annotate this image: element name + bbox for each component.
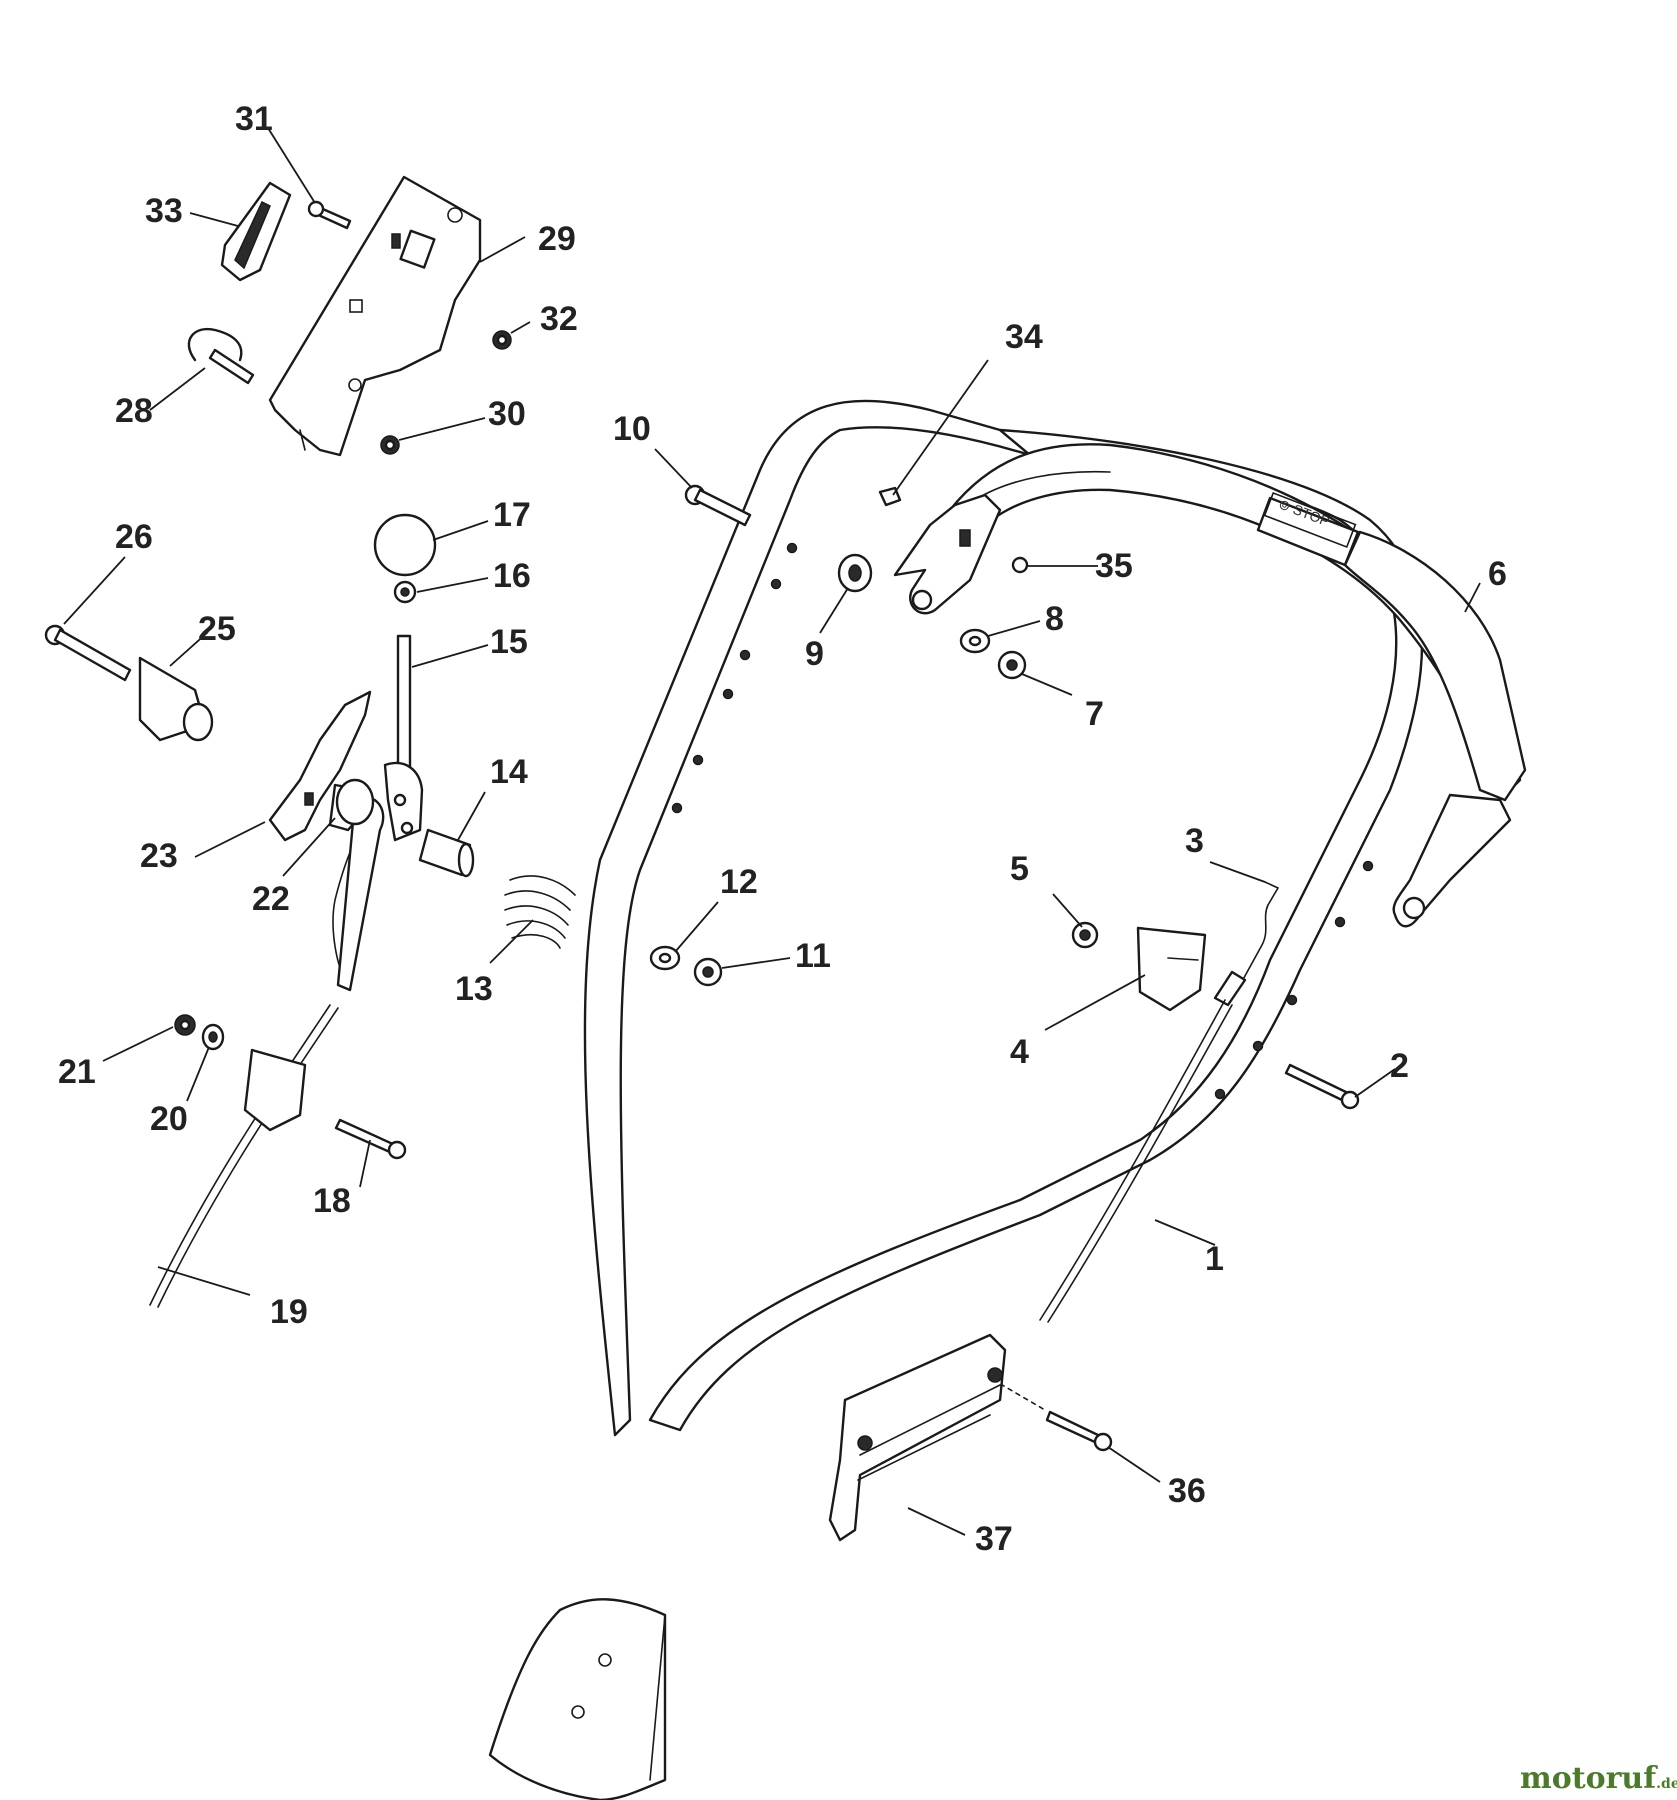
callout-4: 4 <box>1010 1033 1029 1071</box>
callout-17: 17 <box>493 496 531 534</box>
callout-22: 22 <box>252 880 290 918</box>
callout-9: 9 <box>805 635 824 673</box>
watermark-suffix: .de <box>1656 1776 1677 1792</box>
callout-3: 3 <box>1185 822 1204 860</box>
callout-15: 15 <box>490 623 528 661</box>
callout-8: 8 <box>1045 600 1064 638</box>
callout-13: 13 <box>455 970 493 1008</box>
callout-31: 31 <box>235 100 273 138</box>
callout-23: 23 <box>140 837 178 875</box>
callout-32: 32 <box>540 300 578 338</box>
callout-7: 7 <box>1085 695 1104 733</box>
callout-21: 21 <box>58 1053 96 1091</box>
callout-11: 11 <box>795 937 831 975</box>
callout-35: 35 <box>1095 547 1133 585</box>
callout-18: 18 <box>313 1182 351 1220</box>
callout-6: 6 <box>1488 555 1507 593</box>
callout-25: 25 <box>198 610 236 648</box>
callout-33: 33 <box>145 192 183 230</box>
fasteners <box>44 200 1360 1452</box>
part-6-upper-handle: ⊚ STOP <box>948 443 1527 928</box>
callout-12: 12 <box>720 863 758 901</box>
callout-34: 34 <box>1005 318 1043 356</box>
part-19-cable <box>149 796 385 1308</box>
callout-14: 14 <box>490 753 528 791</box>
svg-text:motoruf.de: motoruf.de <box>1520 1761 1677 1796</box>
callout-1: 1 <box>1205 1240 1224 1278</box>
part-29-plate <box>268 175 482 457</box>
part-37-guide <box>828 1333 1007 1542</box>
callout-10: 10 <box>613 410 651 448</box>
callout-30: 30 <box>488 395 526 433</box>
callout-37: 37 <box>975 1520 1013 1558</box>
callout-26: 26 <box>115 518 153 556</box>
part-1-lower-handle <box>488 399 1424 1800</box>
callout-labels: 1 2 3 4 5 6 7 8 9 10 11 12 13 14 15 16 1… <box>58 100 1507 1558</box>
callout-19: 19 <box>270 1293 308 1331</box>
callout-20: 20 <box>150 1100 188 1138</box>
part-33-clip <box>220 181 292 282</box>
leader-lines <box>63 127 1481 1536</box>
callout-16: 16 <box>493 557 531 595</box>
part-3-cable <box>1039 881 1280 1323</box>
callout-28: 28 <box>115 392 153 430</box>
callout-29: 29 <box>538 220 576 258</box>
callout-5: 5 <box>1010 850 1029 888</box>
watermark-brand: motoruf <box>1520 1761 1658 1796</box>
part-34-bracket <box>878 486 1002 615</box>
watermark-logo: motoruf.de <box>1520 1761 1677 1796</box>
callout-2: 2 <box>1390 1047 1409 1085</box>
callout-36: 36 <box>1168 1472 1206 1510</box>
